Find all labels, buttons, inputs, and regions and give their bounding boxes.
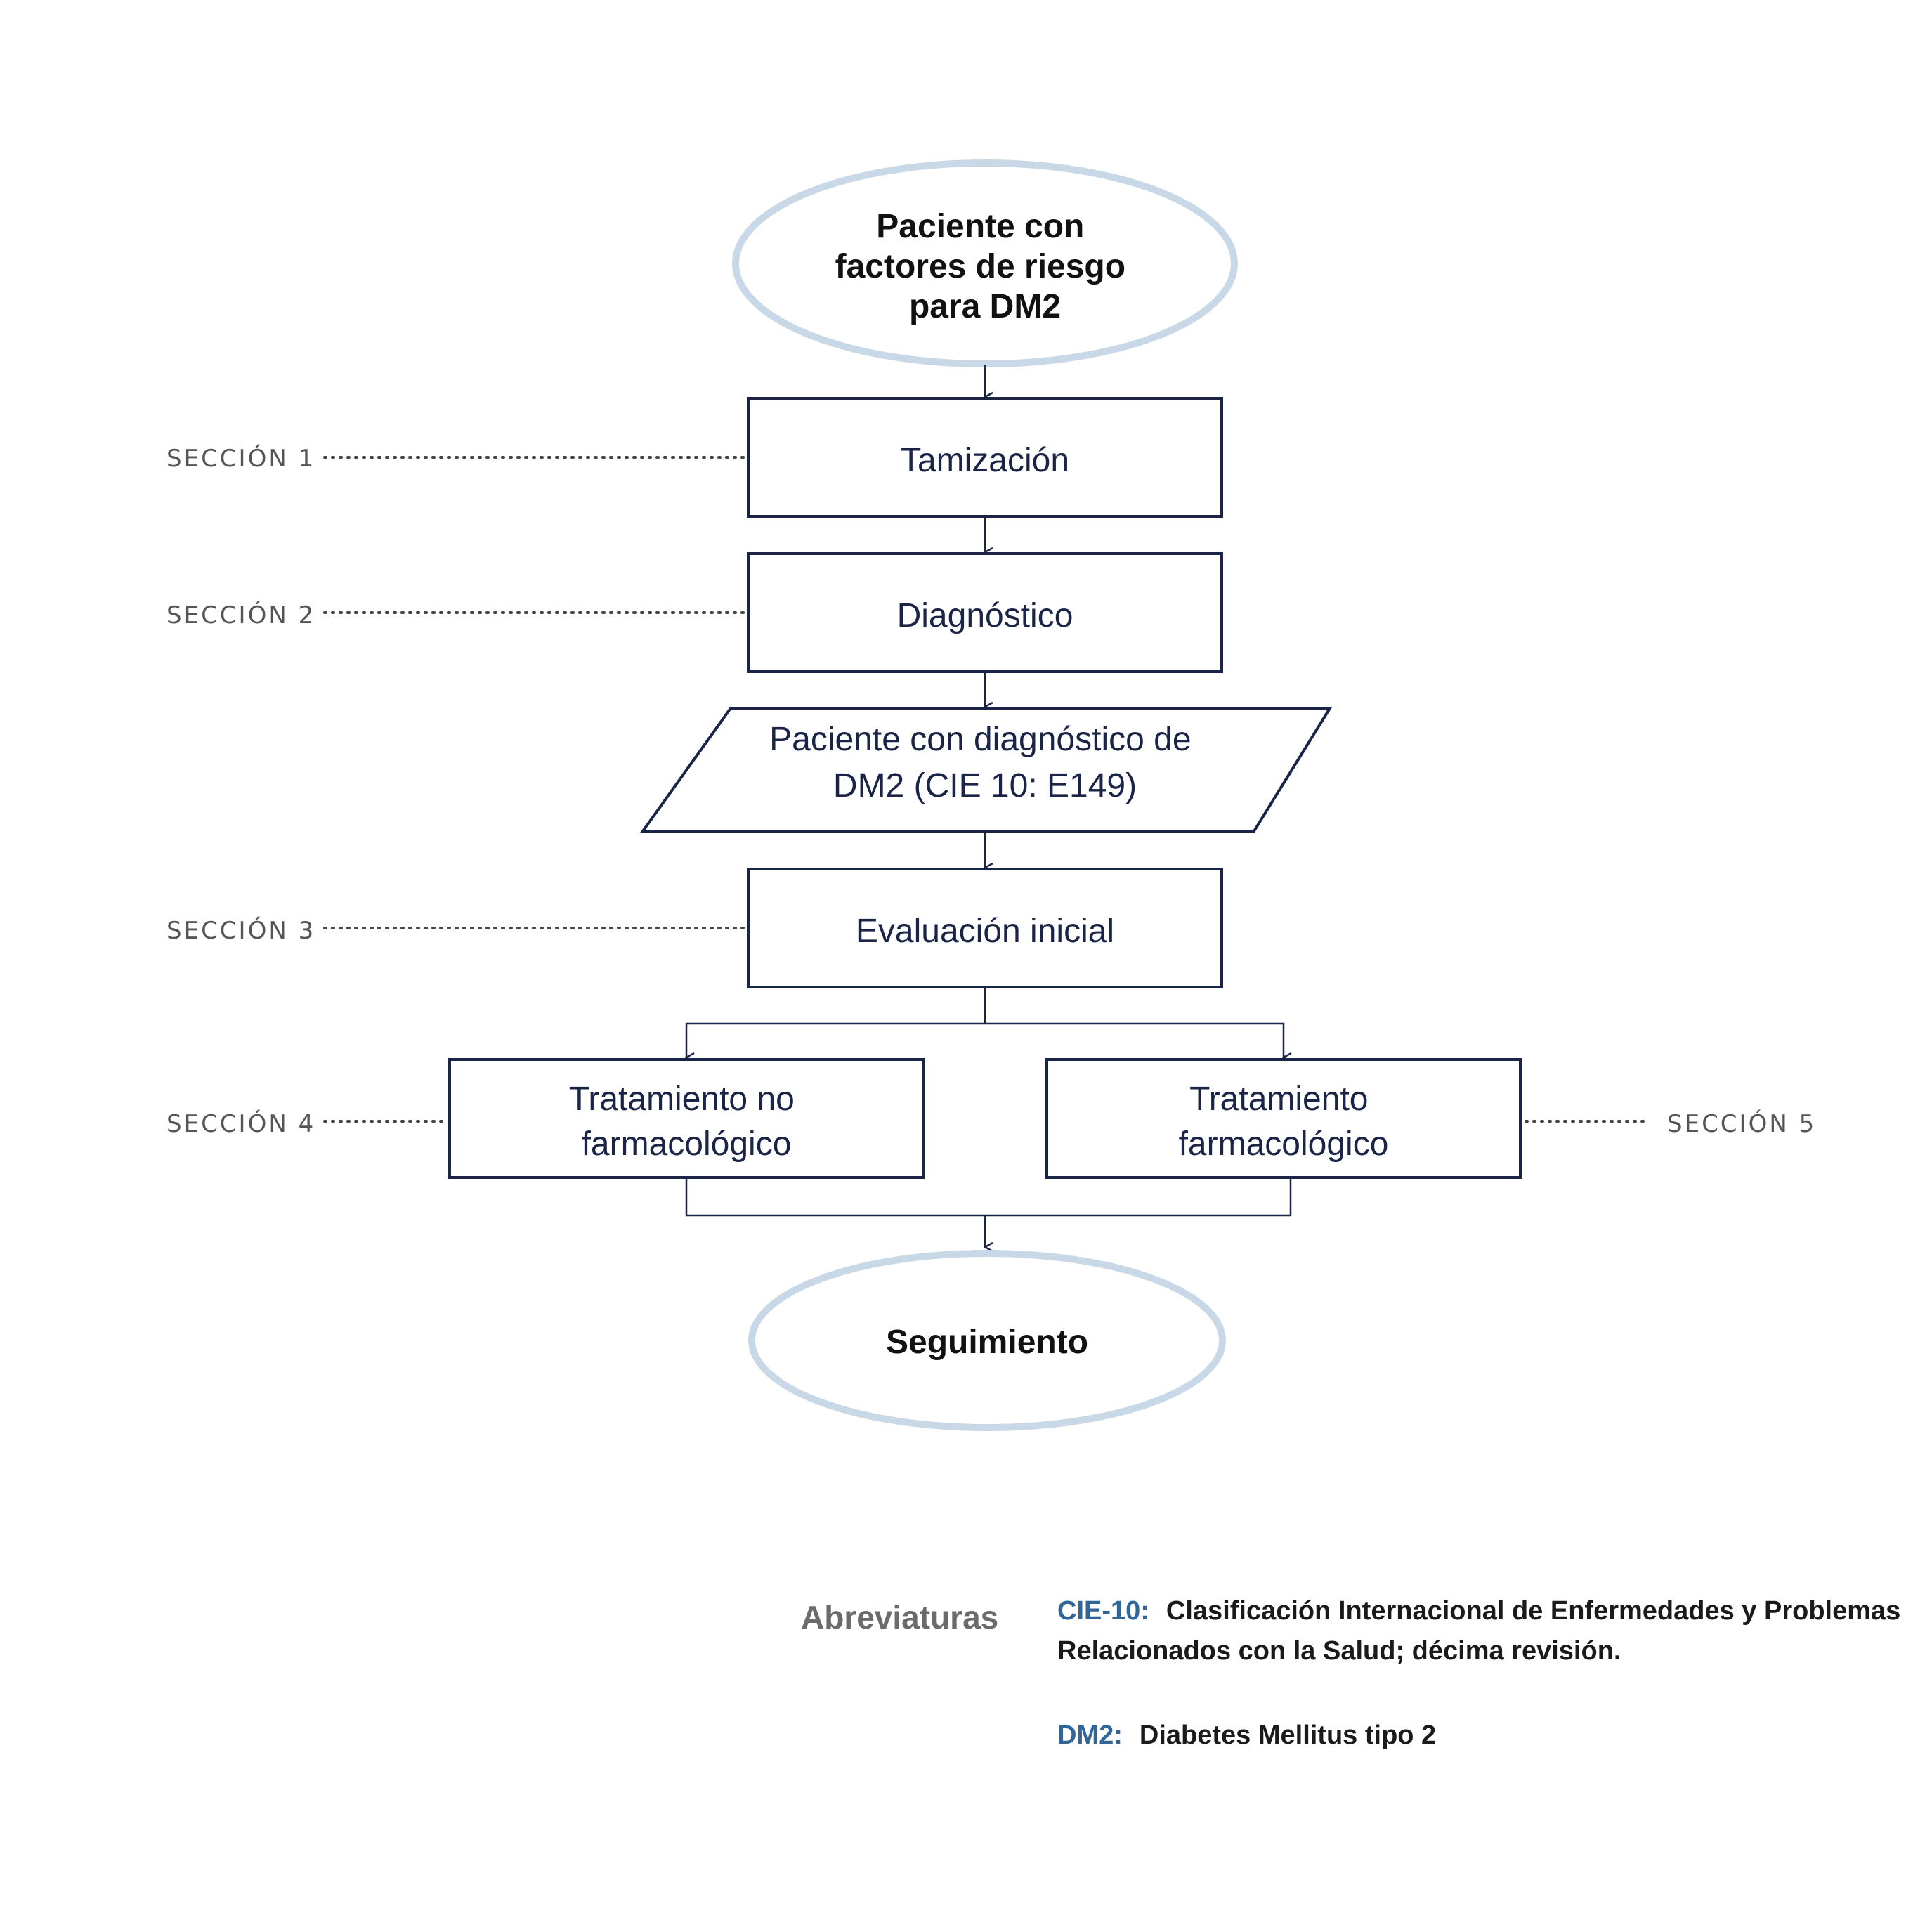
connector-branch-pharm bbox=[985, 1022, 1284, 1057]
start-node-line-2: factores de riesgo bbox=[835, 248, 1125, 285]
abbreviation-definition-dm2: Diabetes Mellitus tipo 2 bbox=[1140, 1721, 1436, 1750]
screening-box: Tamización bbox=[747, 397, 1223, 518]
patient-diagnosis-parallelogram: Paciente con diagnóstico de DM2 (CIE 10:… bbox=[640, 707, 1333, 833]
svg-text:Tratamiento farmacológic: Tratamiento farmacológico bbox=[1179, 1081, 1389, 1163]
svg-text:Tratamiento no farmacoló: Tratamiento no farmacológico bbox=[569, 1081, 804, 1163]
section-3-label: SECCIÓN 3 bbox=[167, 916, 315, 945]
connector-merge bbox=[685, 1177, 1292, 1217]
section-2-label: SECCIÓN 2 bbox=[167, 601, 315, 629]
abbreviation-item-cie10: CIE-10: Clasificación Internacional de E… bbox=[1057, 1596, 1900, 1626]
abbreviation-item-dm2: DM2: Diabetes Mellitus tipo 2 bbox=[1057, 1721, 1436, 1750]
abbreviations-heading: Abreviaturas bbox=[801, 1599, 998, 1636]
abbreviation-definition-cie10-line-1: Clasificación Internacional de Enfermeda… bbox=[1166, 1596, 1900, 1626]
svg-text:Paciente con factores de: Paciente con factores de riesgo para DM2 bbox=[835, 208, 1135, 325]
abbreviation-term-cie10: CIE-10: bbox=[1057, 1596, 1149, 1626]
pharmacological-line-1: Tratamiento bbox=[1189, 1081, 1368, 1118]
followup-label: Seguimiento bbox=[886, 1324, 1088, 1361]
abbreviation-definition-cie10-line-2: Relacionados con la Salud; décima revisi… bbox=[1057, 1636, 1621, 1666]
pharmacological-line-2: farmacológico bbox=[1179, 1125, 1389, 1163]
section-1-marker: SECCIÓN 1 bbox=[167, 444, 745, 473]
start-node-line-1: Paciente con bbox=[876, 208, 1084, 245]
abbreviations: Abreviaturas CIE-10: Clasificación Inter… bbox=[801, 1596, 1900, 1750]
non-pharmacological-box: Tratamiento no farmacológico bbox=[448, 1058, 925, 1179]
non-pharmacological-line-2: farmacológico bbox=[582, 1125, 792, 1163]
section-5-label: SECCIÓN 5 bbox=[1667, 1109, 1816, 1138]
initial-evaluation-box: Evaluación inicial bbox=[747, 868, 1223, 988]
patient-diagnosis-line-2: DM2 (CIE 10: E149) bbox=[833, 767, 1137, 804]
non-pharmacological-line-1: Tratamiento no bbox=[569, 1081, 795, 1118]
pharmacological-box: Tratamiento farmacológico bbox=[1045, 1058, 1522, 1179]
abbreviation-term-dm2: DM2: bbox=[1057, 1721, 1123, 1750]
section-4-label: SECCIÓN 4 bbox=[167, 1109, 315, 1138]
start-node-line-3: para DM2 bbox=[909, 288, 1061, 325]
connector-branch-nonpharm bbox=[686, 1022, 985, 1057]
initial-evaluation-label: Evaluación inicial bbox=[856, 913, 1114, 950]
diagnosis-box: Diagnóstico bbox=[747, 552, 1223, 673]
section-4-marker: SECCIÓN 4 bbox=[167, 1109, 447, 1138]
section-1-label: SECCIÓN 1 bbox=[167, 444, 315, 473]
screening-label: Tamización bbox=[901, 442, 1069, 479]
start-node: Paciente con factores de riesgo para DM2 bbox=[732, 159, 1238, 367]
section-2-marker: SECCIÓN 2 bbox=[167, 601, 745, 629]
followup-node: Seguimiento bbox=[748, 1250, 1226, 1431]
section-3-marker: SECCIÓN 3 bbox=[167, 916, 745, 945]
section-5-marker: SECCIÓN 5 bbox=[1525, 1109, 1816, 1138]
svg-text:Paciente con diagnóstico de: Paciente con diagnóstico de DM2 (CIE 10:… bbox=[769, 721, 1201, 804]
diagnosis-label: Diagnóstico bbox=[897, 597, 1073, 634]
patient-diagnosis-line-1: Paciente con diagnóstico de bbox=[769, 721, 1191, 758]
